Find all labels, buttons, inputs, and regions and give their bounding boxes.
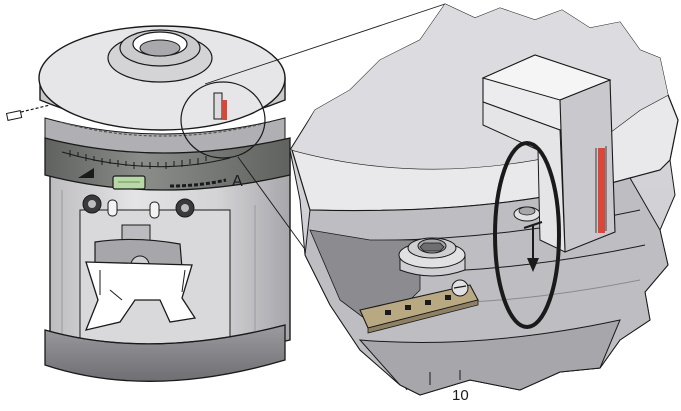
pointer-triangle-icon (78, 168, 94, 178)
zoom-circle (180, 81, 266, 159)
toggle-right (149, 201, 160, 219)
detail-view: 10 (289, 3, 679, 404)
red-stripe (598, 148, 605, 233)
control-knobs (82, 194, 195, 219)
screw-icon (5, 104, 51, 121)
toggle-left (107, 199, 118, 217)
adjustment-band: A (44, 137, 291, 191)
highlight-oval (493, 141, 561, 329)
detail-scale-label: 10 (452, 387, 469, 404)
dial-marker-label: A (232, 173, 243, 190)
small-screw (513, 206, 541, 222)
lever-block (481, 54, 616, 253)
drip-tray (44, 324, 286, 382)
brass-plate (359, 279, 479, 334)
scale-ticks (69, 150, 207, 169)
socket-screw (398, 237, 466, 277)
portafilter-holder (84, 224, 197, 331)
detail-scale (429, 370, 461, 385)
hopper-lid (38, 25, 286, 131)
lid-lever (213, 92, 227, 120)
arrow-down-icon (523, 221, 543, 272)
